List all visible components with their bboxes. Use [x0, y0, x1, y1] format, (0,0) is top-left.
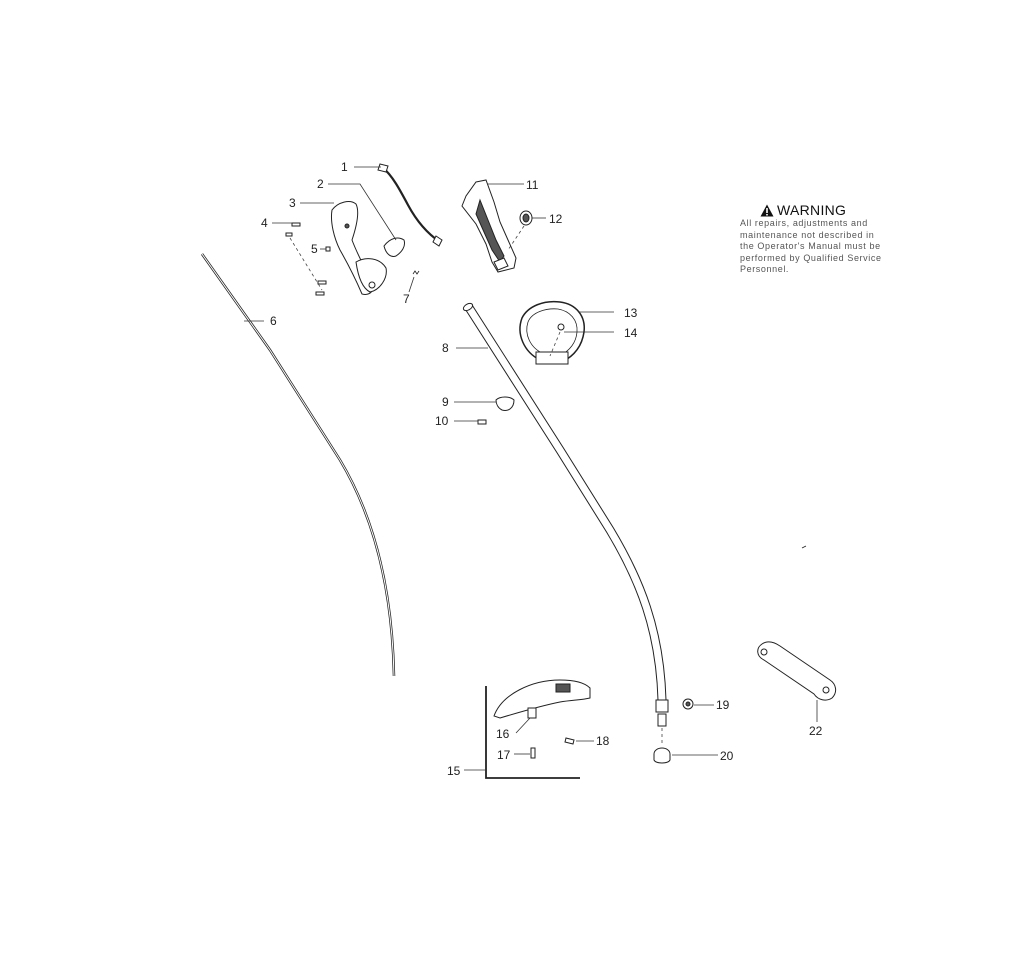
warning-line-5: Personnel. — [740, 264, 790, 274]
callout-11: 11 — [526, 178, 539, 192]
part-19-nut — [682, 698, 714, 710]
warning-line-1: All repairs, adjustments and — [740, 218, 868, 228]
warning-line-4: performed by Qualified Service — [740, 252, 882, 263]
warning-title: WARNING — [777, 202, 847, 218]
part-4-screws — [272, 222, 327, 296]
callout-12: 12 — [549, 212, 563, 226]
callout-8: 8 — [442, 341, 449, 355]
stray-mark — [801, 545, 807, 549]
warning-text: All repairs, adjustments and maintenance… — [740, 218, 910, 276]
part-20-trimmer-head — [653, 747, 718, 764]
part-7-spring — [408, 270, 420, 293]
warning-triangle-icon — [760, 204, 774, 216]
callout-2: 2 — [317, 177, 324, 191]
callout-20: 20 — [720, 749, 734, 763]
callout-7: 7 — [403, 292, 410, 306]
callout-19: 19 — [716, 698, 730, 712]
part-13-loop-handle — [519, 300, 614, 365]
part-1-throttle-cable — [354, 163, 443, 247]
callout-17: 17 — [497, 748, 511, 762]
callout-10: 10 — [435, 414, 449, 428]
part-22-wrench — [757, 641, 837, 722]
part-14-screw — [549, 323, 614, 357]
callout-18: 18 — [596, 734, 610, 748]
part-15-guard-assembly — [464, 686, 580, 779]
warning-line-2: maintenance not described in — [740, 229, 875, 240]
part-10-screw — [454, 419, 487, 425]
callout-13: 13 — [624, 306, 638, 320]
callout-22: 22 — [809, 724, 823, 738]
part-shaft-end-fitting — [655, 699, 669, 746]
callout-6: 6 — [270, 314, 277, 328]
callout-9: 9 — [442, 395, 449, 409]
warning-heading: WARNING — [760, 202, 910, 218]
part-5-screw — [320, 246, 331, 252]
warning-notice: WARNING All repairs, adjustments and mai… — [740, 202, 910, 276]
callout-14: 14 — [624, 326, 638, 340]
part-18-screw — [564, 737, 594, 745]
callout-4: 4 — [261, 216, 268, 230]
part-16-trimmer-guard — [493, 679, 591, 734]
part-12-knob — [507, 210, 546, 251]
part-11-handle-grip — [461, 179, 524, 273]
callout-16: 16 — [496, 727, 510, 741]
callout-1: 1 — [341, 160, 348, 174]
part-17-bolt — [514, 747, 536, 759]
part-9-clamp — [454, 396, 515, 411]
callout-5: 5 — [311, 242, 318, 256]
callout-3: 3 — [289, 196, 296, 210]
warning-line-3: the Operator's Manual must be — [740, 241, 881, 251]
part-6-drive-shaft — [200, 253, 396, 677]
callout-15: 15 — [447, 764, 461, 778]
part-8-shaft-tube — [456, 302, 667, 701]
part-3-handle-housing — [300, 201, 387, 295]
part-2-trigger — [328, 183, 405, 257]
